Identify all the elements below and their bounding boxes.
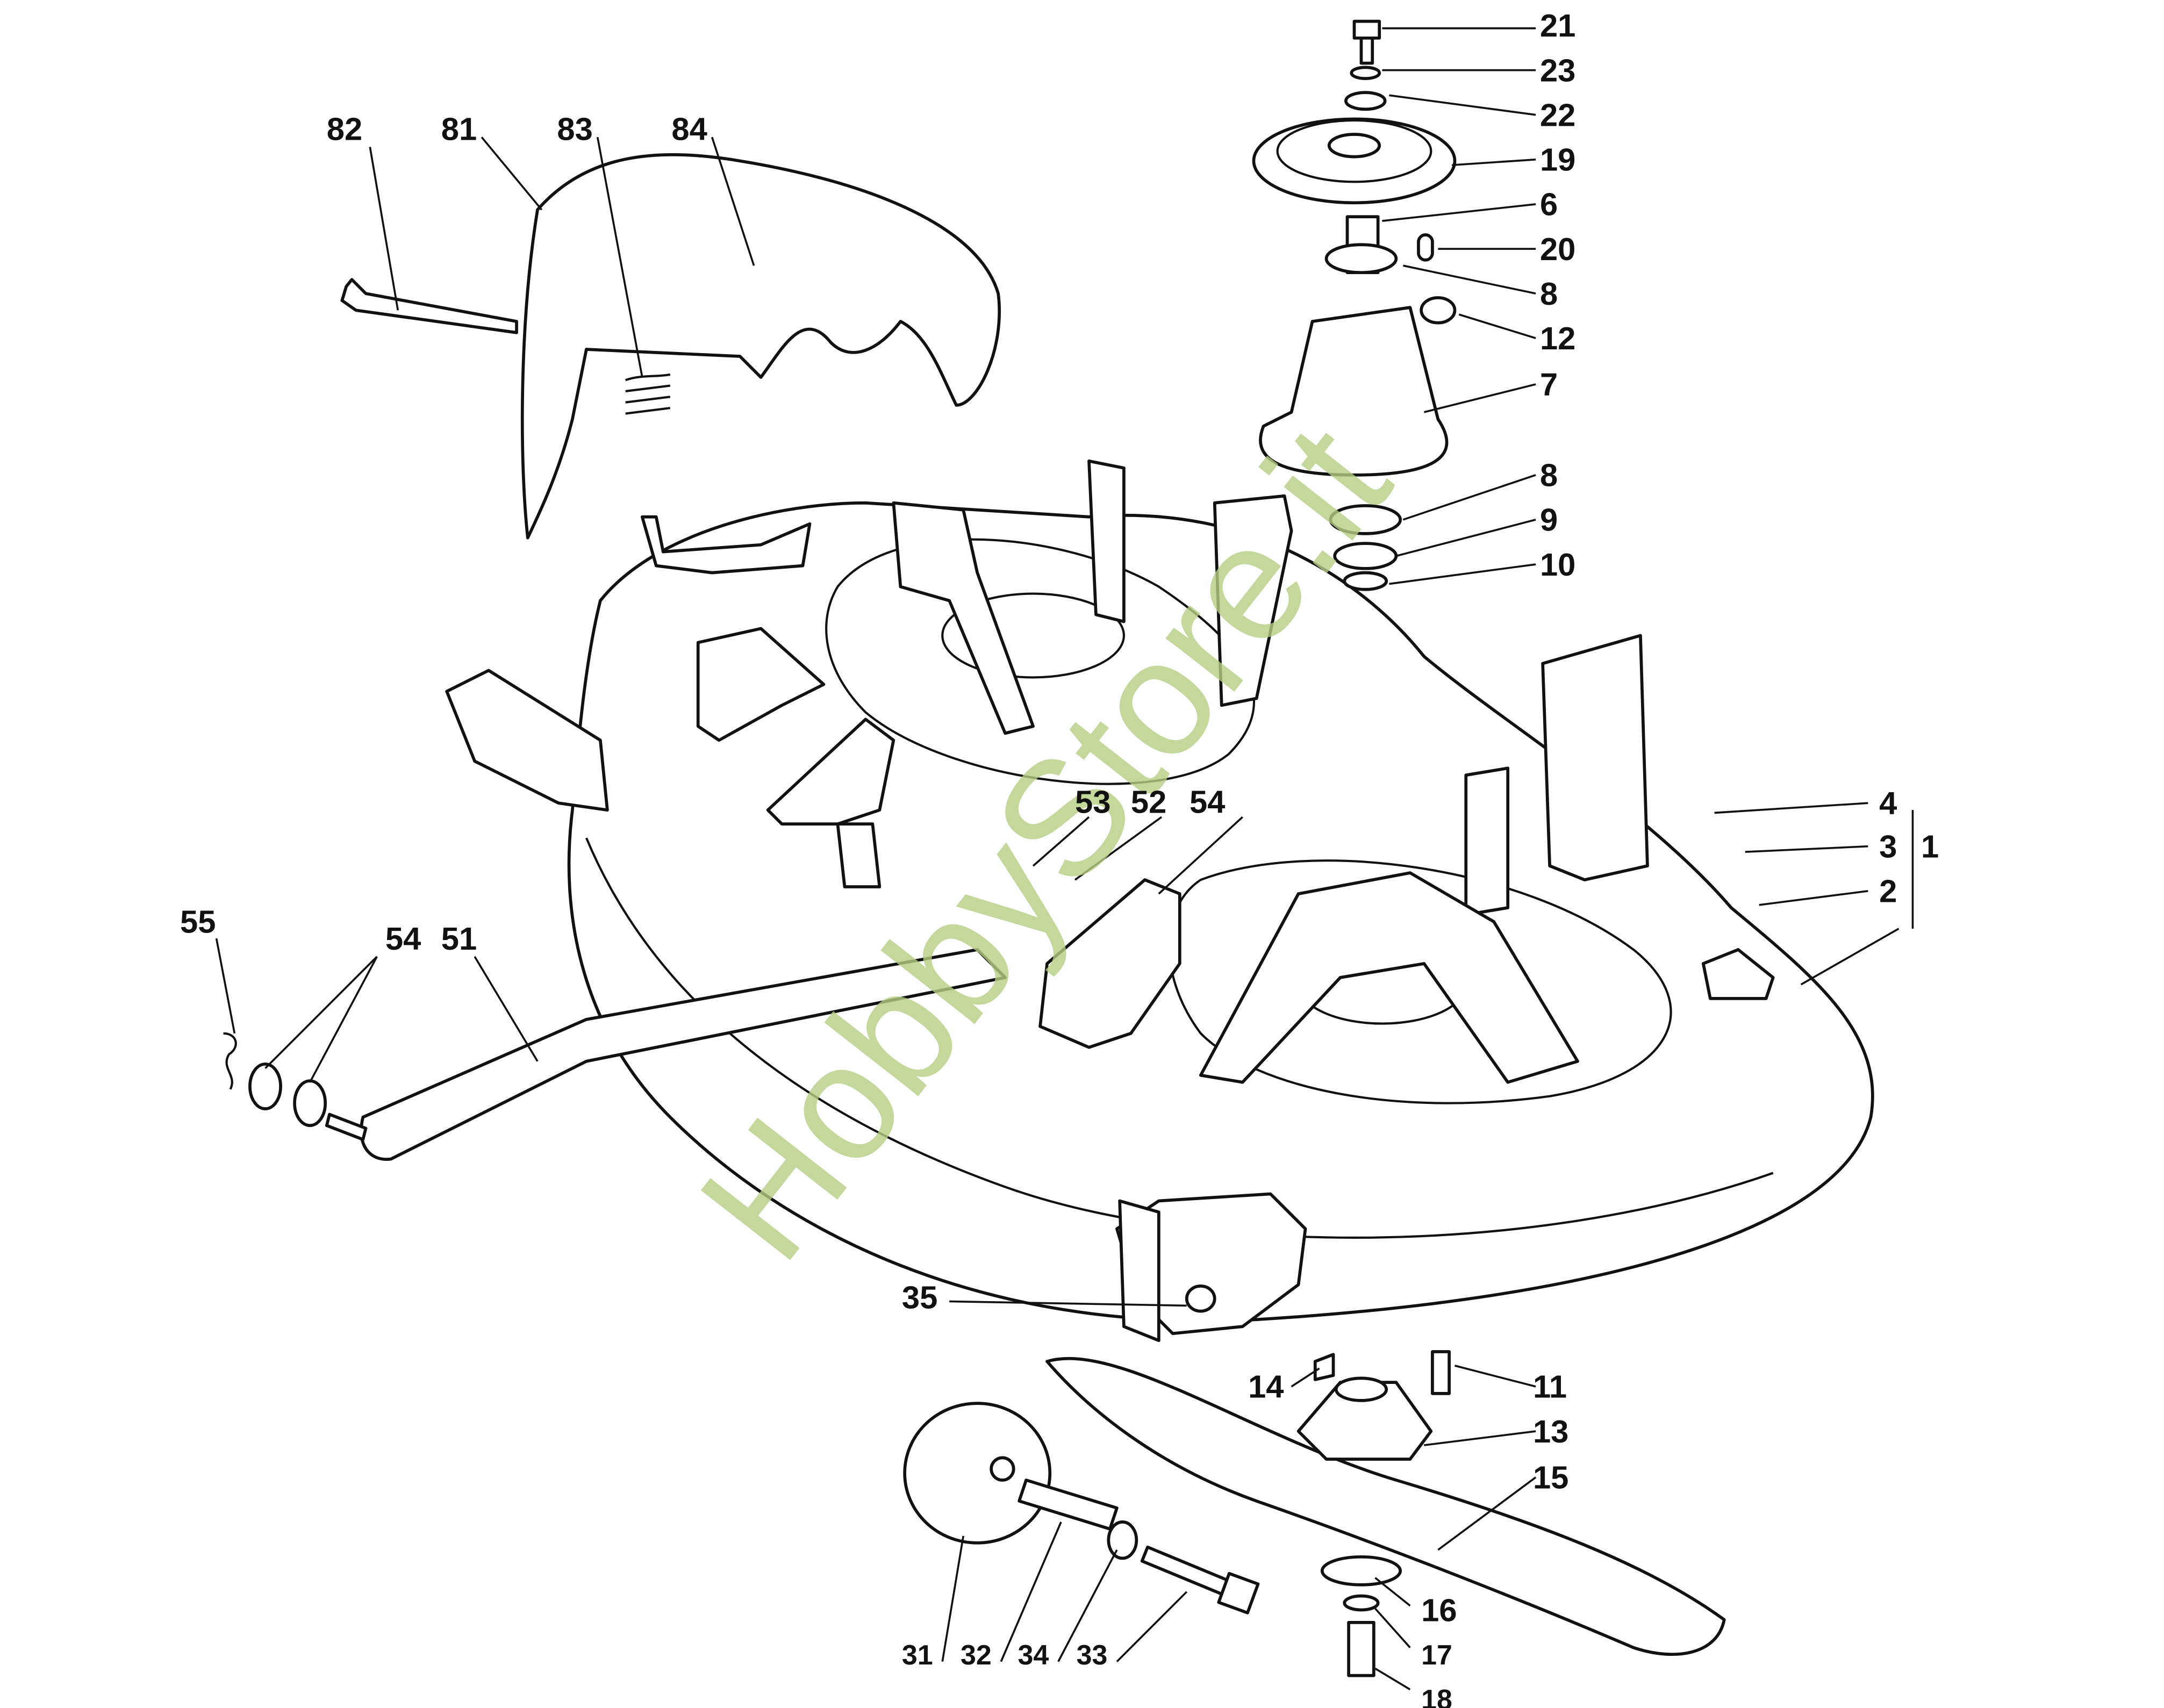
label-17: 17: [1421, 1640, 1452, 1671]
label-81: 81: [441, 111, 477, 147]
label-52: 52: [1131, 784, 1166, 820]
label-23: 23: [1540, 52, 1575, 88]
label-82: 82: [327, 111, 362, 147]
label-10: 10: [1540, 547, 1575, 583]
label-14: 14: [1248, 1369, 1284, 1405]
label-7: 7: [1540, 367, 1558, 403]
mower-deck: [445, 459, 1874, 1336]
label-8: 8: [1540, 276, 1558, 312]
label-33: 33: [1077, 1640, 1108, 1671]
label-35: 35: [902, 1279, 937, 1315]
label-3: 3: [1879, 828, 1897, 864]
label-13: 13: [1533, 1413, 1568, 1449]
label-34: 34: [1018, 1640, 1049, 1671]
label-16: 16: [1421, 1592, 1457, 1628]
label-32: 32: [961, 1640, 992, 1671]
label-54-center: 54: [1190, 784, 1225, 820]
label-12: 12: [1540, 320, 1575, 356]
label-55: 55: [180, 904, 216, 940]
label-31: 31: [902, 1640, 933, 1671]
label-2: 2: [1879, 873, 1897, 909]
label-8-lower: 8: [1540, 457, 1558, 493]
label-84: 84: [671, 111, 707, 147]
label-18: 18: [1421, 1684, 1452, 1708]
label-4: 4: [1879, 785, 1897, 821]
lift-rod: [223, 948, 1007, 1161]
label-11: 11: [1533, 1369, 1567, 1405]
label-19: 19: [1540, 142, 1575, 178]
label-1: 1: [1921, 828, 1939, 864]
label-6: 6: [1540, 186, 1558, 223]
label-9: 9: [1540, 502, 1558, 538]
label-54: 54: [385, 921, 421, 957]
callout-labels: 21 23 22 19 6 20 8 12 7 8 9 10 82 81 83 …: [180, 8, 1939, 1708]
label-22: 22: [1540, 97, 1575, 133]
callout-lines: [215, 27, 1914, 1691]
label-51: 51: [441, 921, 477, 957]
label-15: 15: [1533, 1460, 1568, 1496]
label-83: 83: [557, 111, 592, 147]
label-53: 53: [1075, 784, 1110, 820]
label-20: 20: [1540, 231, 1575, 267]
grass-deflector: [340, 153, 1001, 540]
label-21: 21: [1540, 8, 1575, 44]
spindle-assembly: [1252, 19, 1457, 591]
